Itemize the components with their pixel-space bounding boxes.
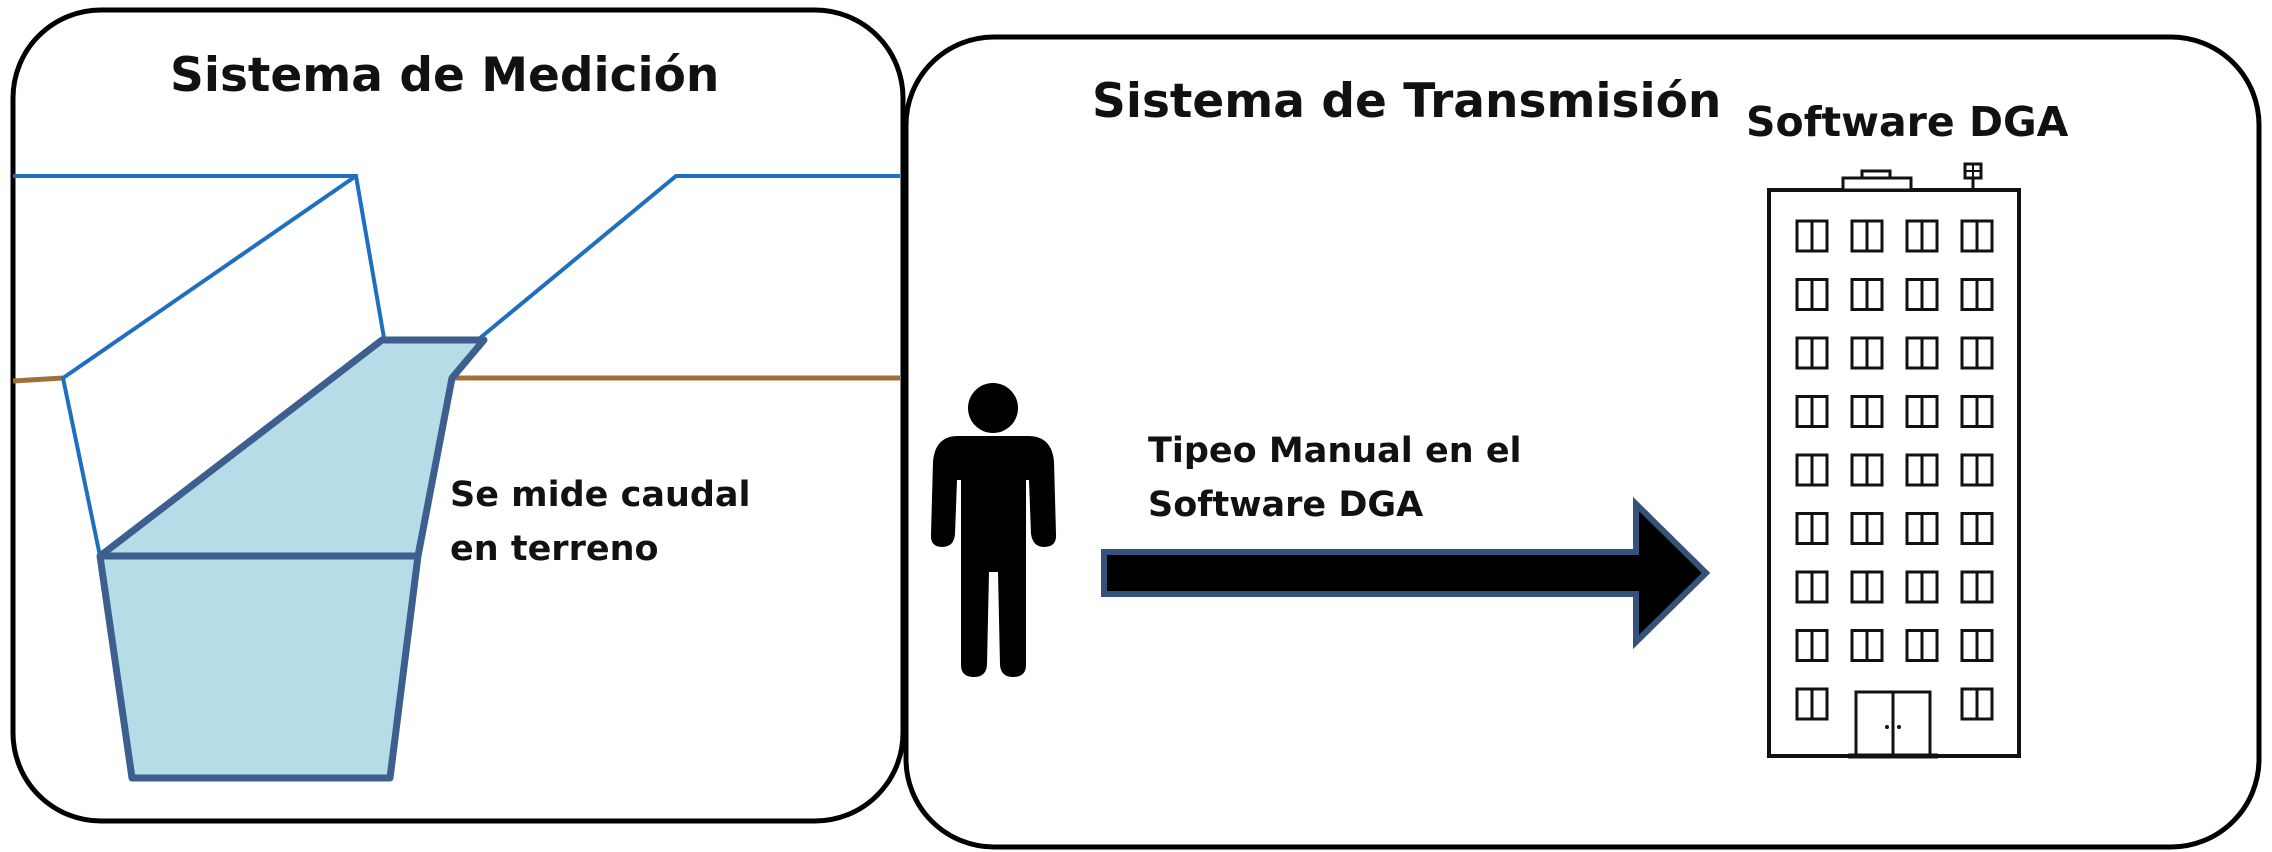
person-icon: [930, 383, 1057, 677]
measurement-panel-title: Sistema de Medición: [170, 48, 720, 103]
channel-outline: [13, 174, 900, 557]
transmission-panel-title: Sistema de Transmisión: [1092, 74, 1722, 129]
software-dga-title: Software DGA: [1746, 98, 2069, 146]
ground-line: [12, 375, 900, 384]
flow-measurement-label: Se mide caudal en terreno: [450, 475, 751, 569]
office-building-icon: [1767, 162, 2021, 759]
manual-entry-label: Tipeo Manual en el Software DGA: [1148, 431, 1522, 525]
right-arrow-icon: [1101, 496, 1711, 650]
